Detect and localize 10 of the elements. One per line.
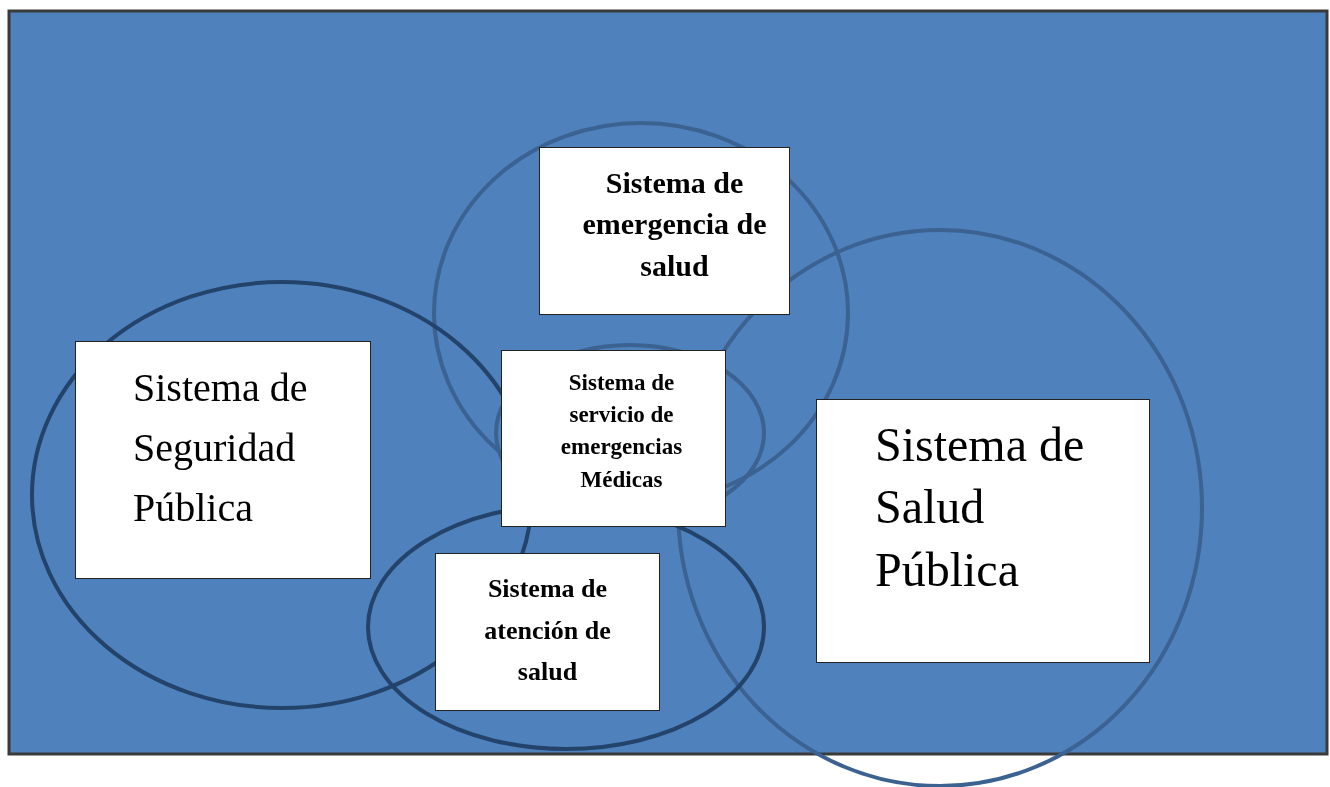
label-box [501,350,726,527]
box-label: Sistema de atención de salud [483,573,612,689]
box-label: Sistema de emergencia de salud [581,165,768,284]
box-label: Sistema de Seguridad Pública [133,364,309,532]
box-label: Sistema de servicio de emergencias Médicas [559,369,684,494]
label-box [539,147,790,315]
label-box [435,553,660,711]
label-box [816,399,1150,663]
label-box [75,341,371,579]
box-label: Sistema de Salud Pública [875,417,1086,598]
